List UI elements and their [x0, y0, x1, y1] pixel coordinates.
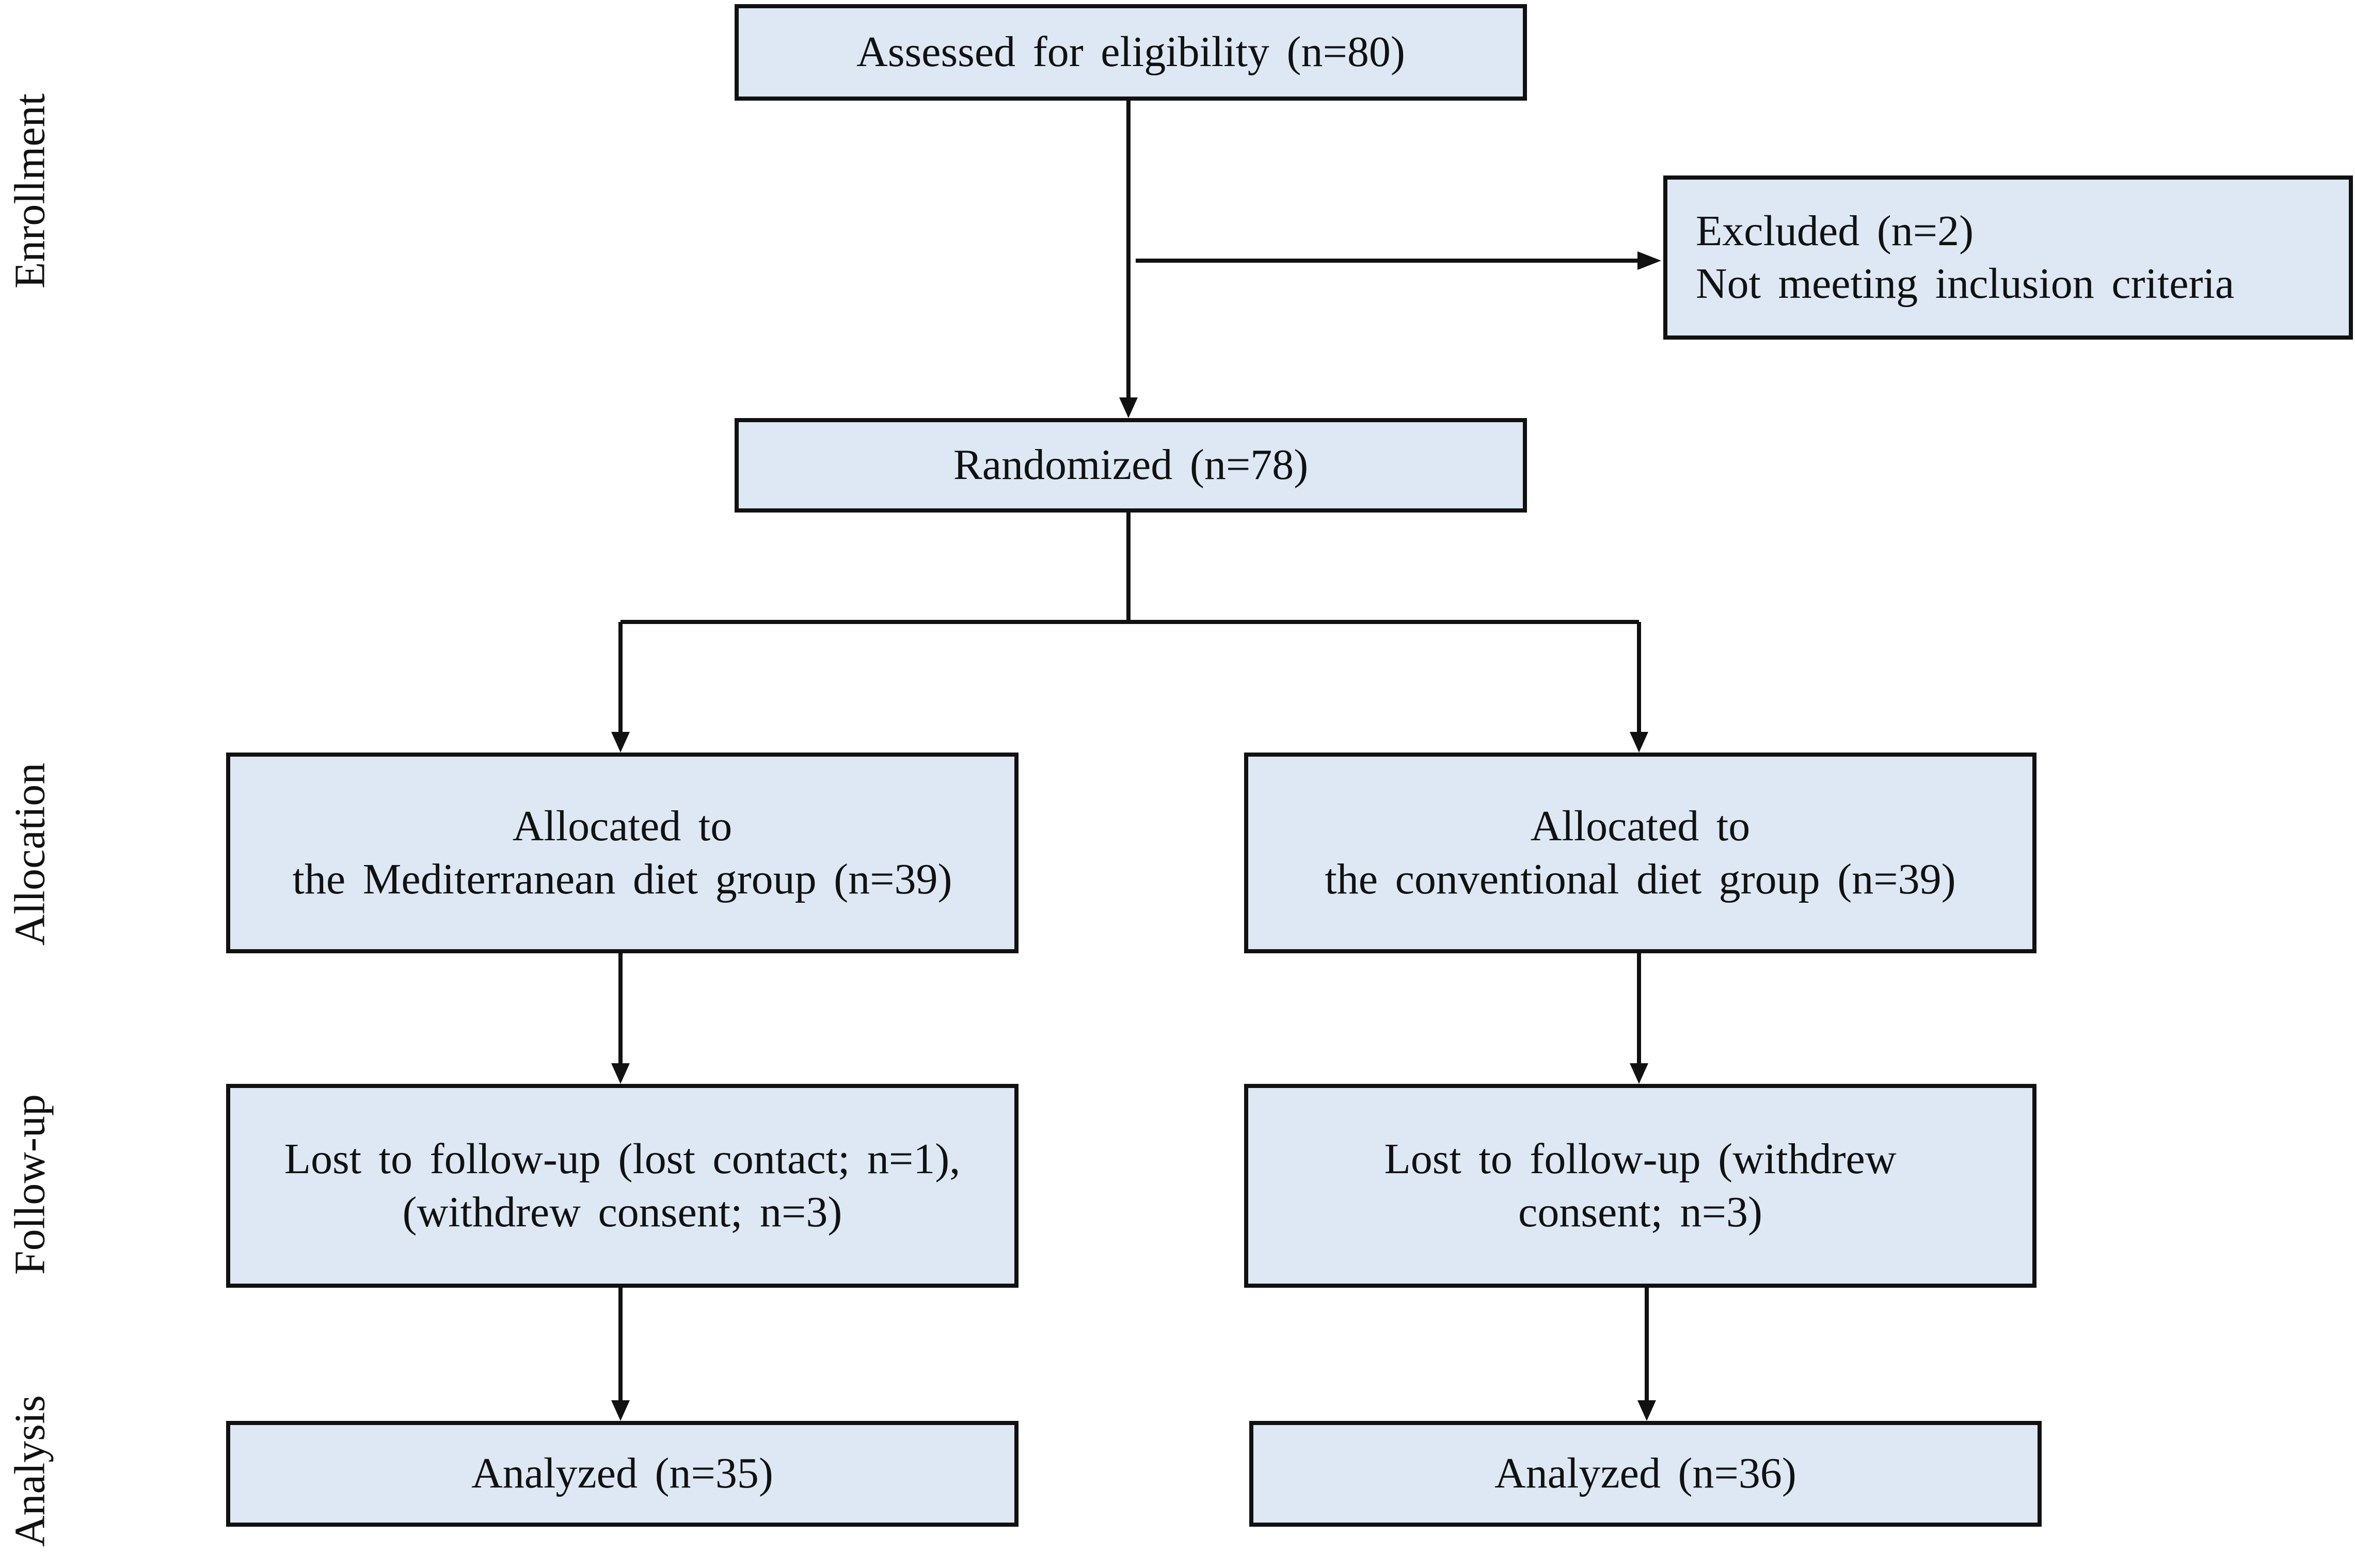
excluded-reason-text: Not meeting inclusion criteria — [1696, 260, 2235, 308]
alloc-conv-line1: Allocated to — [1530, 802, 1751, 851]
alloc-med-line1: Allocated to — [512, 802, 733, 851]
lost-followup-mediterranean-box: Lost to follow-up (lost contact; n=1), (… — [226, 1084, 1019, 1288]
allocation-conventional-box: Allocated to the conventional diet group… — [1244, 753, 2036, 953]
lost-med-line1: Lost to follow-up (lost contact; n=1), — [284, 1135, 961, 1183]
assessed-box: Assessed for eligibility (n=80) — [735, 4, 1527, 101]
allocation-mediterranean-box: Allocated to the Mediterranean diet grou… — [226, 753, 1019, 953]
lost-followup-conventional-box: Lost to follow-up (withdrew consent; n=3… — [1244, 1084, 2036, 1288]
randomized-box: Randomized (n=78) — [735, 418, 1527, 513]
alloc-conv-line2: the conventional diet group (n=39) — [1325, 855, 1956, 903]
lost-conv-line1: Lost to follow-up (withdrew — [1384, 1135, 1897, 1183]
analyzed-mediterranean-box: Analyzed (n=35) — [226, 1421, 1019, 1527]
analyzed-conv-text: Analyzed (n=36) — [1494, 1449, 1796, 1498]
analyzed-med-text: Analyzed (n=35) — [471, 1449, 773, 1498]
randomized-text: Randomized (n=78) — [953, 441, 1309, 489]
analyzed-conventional-box: Analyzed (n=36) — [1249, 1421, 2042, 1527]
alloc-med-line2: the Mediterranean diet group (n=39) — [292, 855, 952, 903]
assessed-text: Assessed for eligibility (n=80) — [856, 28, 1405, 76]
lost-med-line2: (withdrew consent; n=3) — [402, 1188, 842, 1236]
stage-label-analysis: Analysis — [6, 1395, 54, 1547]
excluded-text: Excluded (n=2) — [1696, 206, 1974, 255]
stage-label-allocation: Allocation — [6, 762, 54, 946]
lost-conv-line2: consent; n=3) — [1518, 1188, 1762, 1236]
excluded-box: Excluded (n=2) Not meeting inclusion cri… — [1663, 175, 2353, 340]
stage-label-follow-up: Follow-up — [6, 1094, 54, 1275]
stage-label-enrollment: Enrollment — [6, 93, 54, 289]
